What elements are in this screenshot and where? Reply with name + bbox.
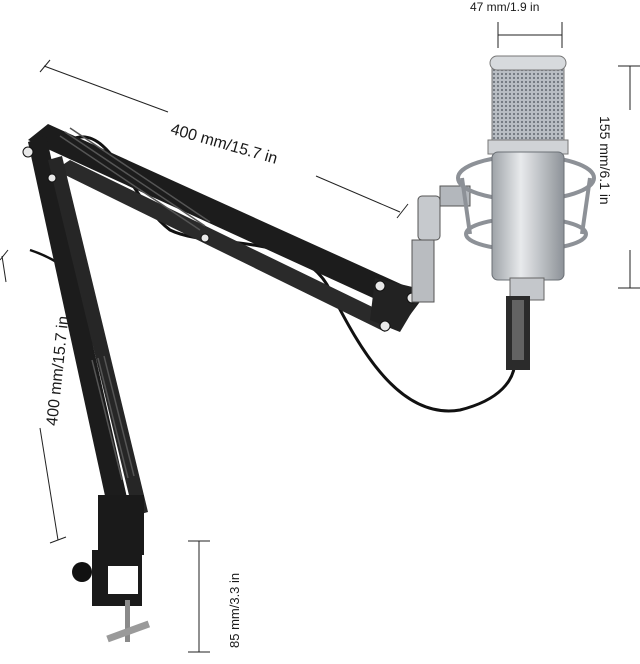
mic-body [491,151,565,281]
dimension-lines [0,22,640,653]
arm-base [98,495,144,555]
mic-height-label: 155 mm/6.1 in [597,116,613,205]
clamp-height-label: 85 mm/3.3 in [227,572,242,648]
mic-width-label: 47 mm/1.9 in [470,0,540,14]
mount-adapter [411,185,471,303]
upper-spring [59,127,211,231]
lower-spring [91,355,135,481]
desk-clamp [72,550,151,643]
mic-grille [491,59,565,149]
condenser-microphone [487,55,569,370]
scissor-arm [22,124,425,555]
